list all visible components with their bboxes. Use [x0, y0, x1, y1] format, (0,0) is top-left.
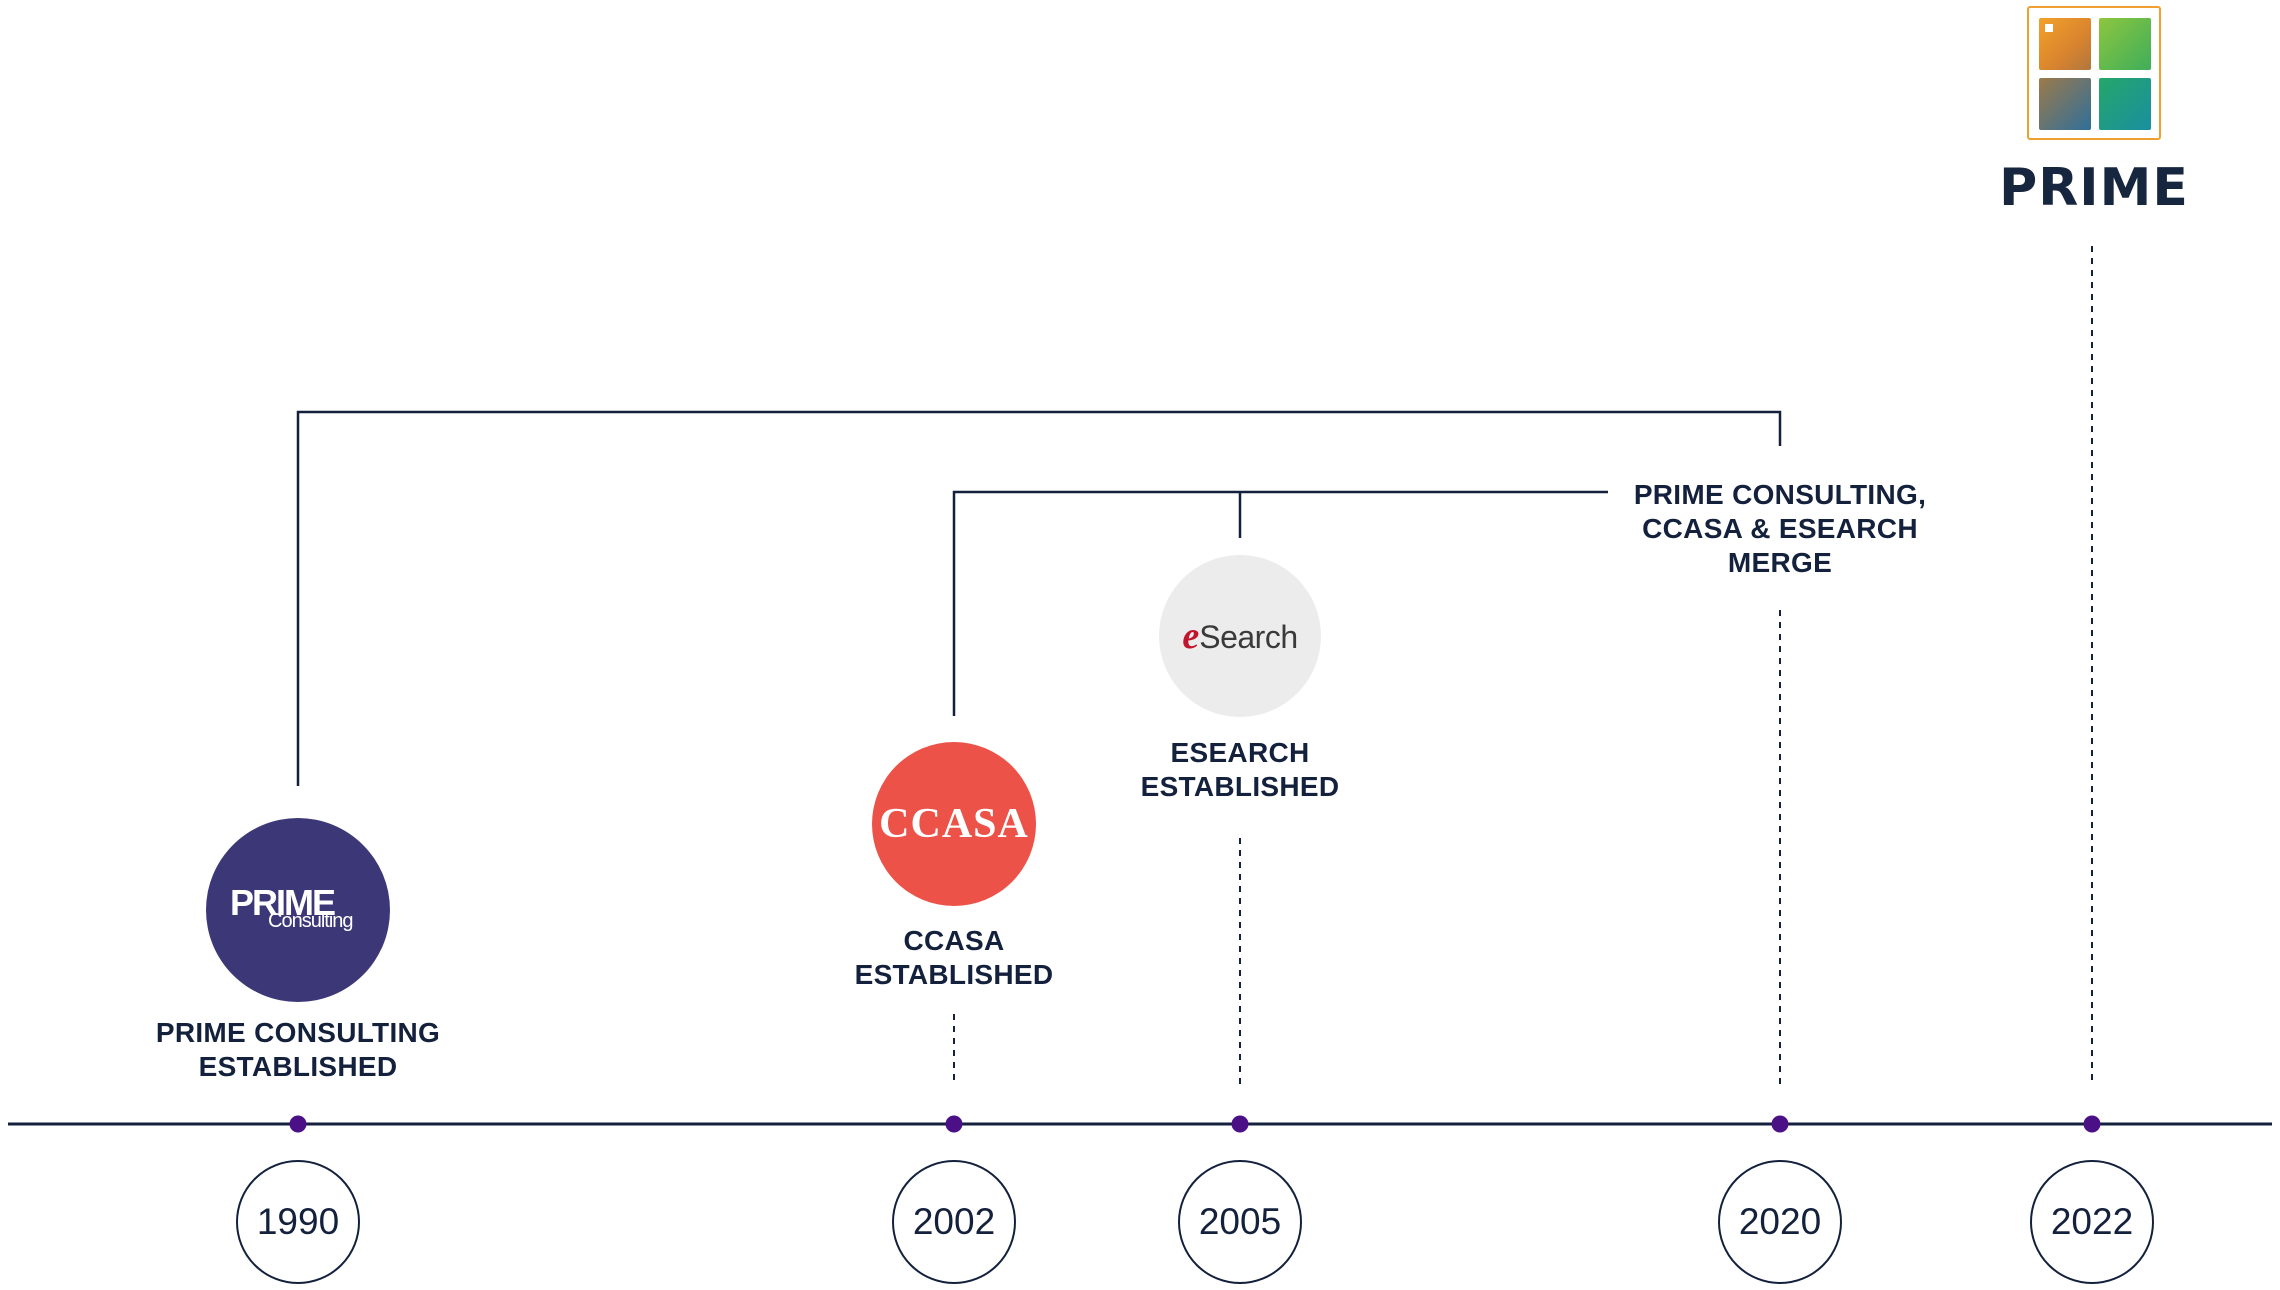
year-badge-2022: 2022 — [2030, 1160, 2154, 1284]
esearch-logo: eSearch — [1159, 555, 1321, 717]
esearch-logo-e: e — [1182, 615, 1200, 657]
year-badge-2002: 2002 — [892, 1160, 1016, 1284]
ccasa-logo: CCASA — [872, 742, 1036, 906]
year-badge-2005: 2005 — [1178, 1160, 1302, 1284]
merge-bracket-ccasa — [952, 490, 1608, 716]
year-badge-2020: 2020 — [1718, 1160, 1842, 1284]
timeline-dot-2020 — [1771, 1115, 1789, 1133]
year-badge-1990: 1990 — [236, 1160, 360, 1284]
event-label-2020: PRIME CONSULTING, CCASA & ESEARCH MERGE — [1633, 479, 1927, 578]
prime-brand-icon — [2027, 6, 2161, 140]
timeline-dot-1990 — [289, 1115, 307, 1133]
merge-bracket-prime-consulting — [296, 410, 1782, 786]
prime-consulting-logo: PRIME Consulting — [206, 818, 390, 1002]
prime-brand-wordmark: PRIME — [1999, 158, 2189, 218]
prime-consulting-logo-sub: Consulting — [268, 910, 354, 932]
event-label-2005: ESEARCH ESTABLISHED — [1140, 737, 1340, 802]
ccasa-logo-text: CCASA — [879, 801, 1029, 847]
prime-consulting-logo-main: PRIME — [230, 882, 336, 923]
timeline-dot-2002 — [945, 1115, 963, 1133]
event-label-2002: CCASA ESTABLISHED — [854, 925, 1054, 990]
event-label-1990: PRIME CONSULTING ESTABLISHED — [155, 1017, 441, 1082]
esearch-logo-rest: Search — [1199, 619, 1298, 655]
timeline-dot-2022 — [2083, 1115, 2101, 1133]
timeline-dot-2005 — [1231, 1115, 1249, 1133]
